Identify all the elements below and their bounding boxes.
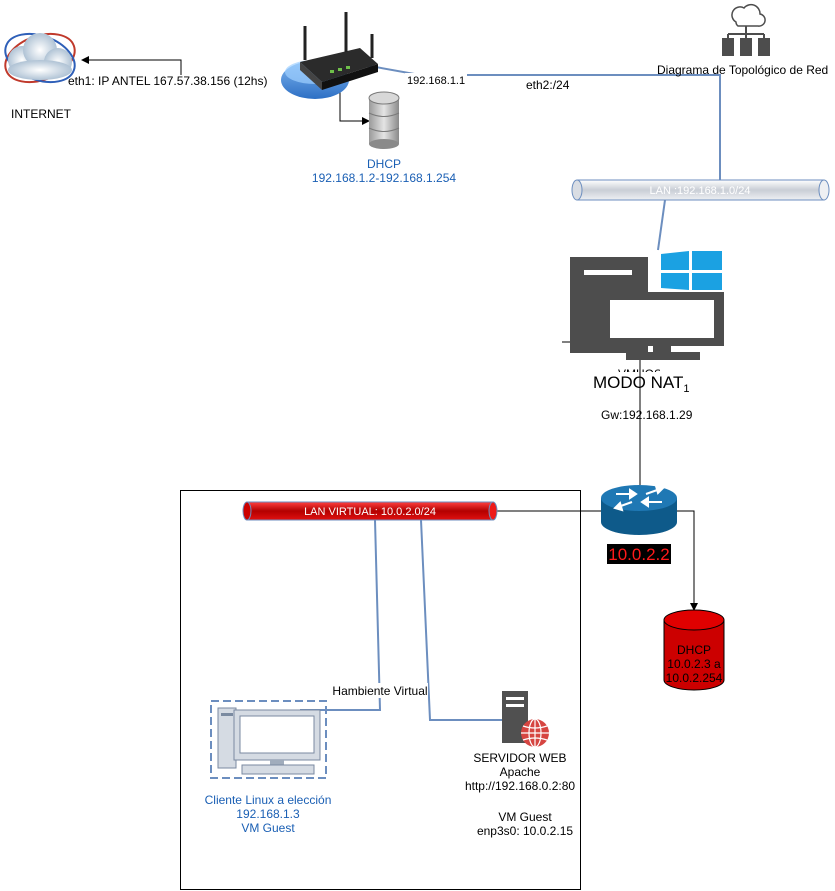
link-lan-to-vmhost: [657, 199, 666, 251]
connection-lines: [300, 65, 721, 721]
eth2-label: eth2:/24: [526, 78, 570, 92]
vmhost-gateway: Gw:192.168.1.29: [601, 408, 693, 422]
vmhost-computer-icon: [570, 251, 724, 360]
nat-router-icon: [601, 484, 677, 535]
vmhost-mode-subscript: 1: [683, 383, 689, 395]
client-title: Cliente Linux a elección: [205, 793, 332, 807]
diagram-title: Diagrama de Topológico de Red: [657, 63, 828, 77]
windows-logo-icon: [661, 251, 722, 290]
vmhost-mode-text: MODO NAT: [593, 373, 683, 392]
globe-icon: [521, 718, 549, 748]
webserver-url: http://192.168.0.2:80: [465, 779, 575, 793]
lan-bus: [571, 179, 830, 201]
webserver-software: Apache: [500, 765, 541, 779]
arrow-router-to-internet: [81, 56, 182, 75]
dhcp-top-title: DHCP: [367, 157, 401, 171]
lan-bus-label: LAN :192.168.1.0/24: [650, 185, 751, 197]
link-lanvirtual-to-client: [300, 519, 382, 711]
dhcp-virtual-range-1: 10.0.2.3 a: [667, 657, 721, 671]
lan-virtual-bus: [242, 501, 498, 521]
router-lan-ip: 192.168.1.1: [407, 75, 465, 87]
virtual-environment-box: [180, 490, 581, 890]
dhcp-database-icon: [368, 91, 400, 149]
arrow-natrouter-to-dhcp: [677, 510, 698, 611]
client-ip: 192.168.1.3: [236, 807, 300, 821]
eth1-label: eth1: IP ANTEL 167.57.38.156 (12hs): [68, 74, 267, 88]
vmhost-partial-label: VMHOST: [618, 367, 670, 381]
lan-virtual-label: LAN VIRTUAL: 10.0.2.0/24: [304, 506, 436, 518]
virtual-environment-label: Hambiente Virtual: [332, 684, 427, 698]
dhcp-virtual-cylinder: [663, 609, 725, 691]
topology-hierarchy-icon: [722, 3, 770, 56]
webserver-role: VM Guest: [498, 810, 552, 824]
dhcp-virtual-range-2: 10.0.2.254: [666, 671, 723, 685]
wireless-router-icon: [281, 12, 378, 99]
internet-cloud-icon: [4, 32, 76, 84]
arrow-router-to-dhcp: [339, 88, 370, 125]
client-role: VM Guest: [241, 821, 295, 835]
dhcp-virtual-title: DHCP: [677, 643, 711, 657]
webserver-interface: enp3s0: 10.0.2.15: [477, 824, 573, 838]
dhcp-top-range: 192.168.1.2-192.168.1.254: [312, 171, 456, 185]
webserver-title: SERVIDOR WEB: [473, 751, 566, 765]
internet-label: INTERNET: [11, 107, 72, 121]
link-lanvirtual-to-webserver: [420, 519, 502, 721]
client-computer-icon: [210, 700, 327, 779]
web-server-icon: [502, 691, 549, 748]
vmhost-mode-label: MODO NAT1: [593, 373, 689, 395]
nat-router-ip: 10.0.2.2: [608, 545, 669, 564]
nat-router-ip-background: [607, 544, 671, 564]
